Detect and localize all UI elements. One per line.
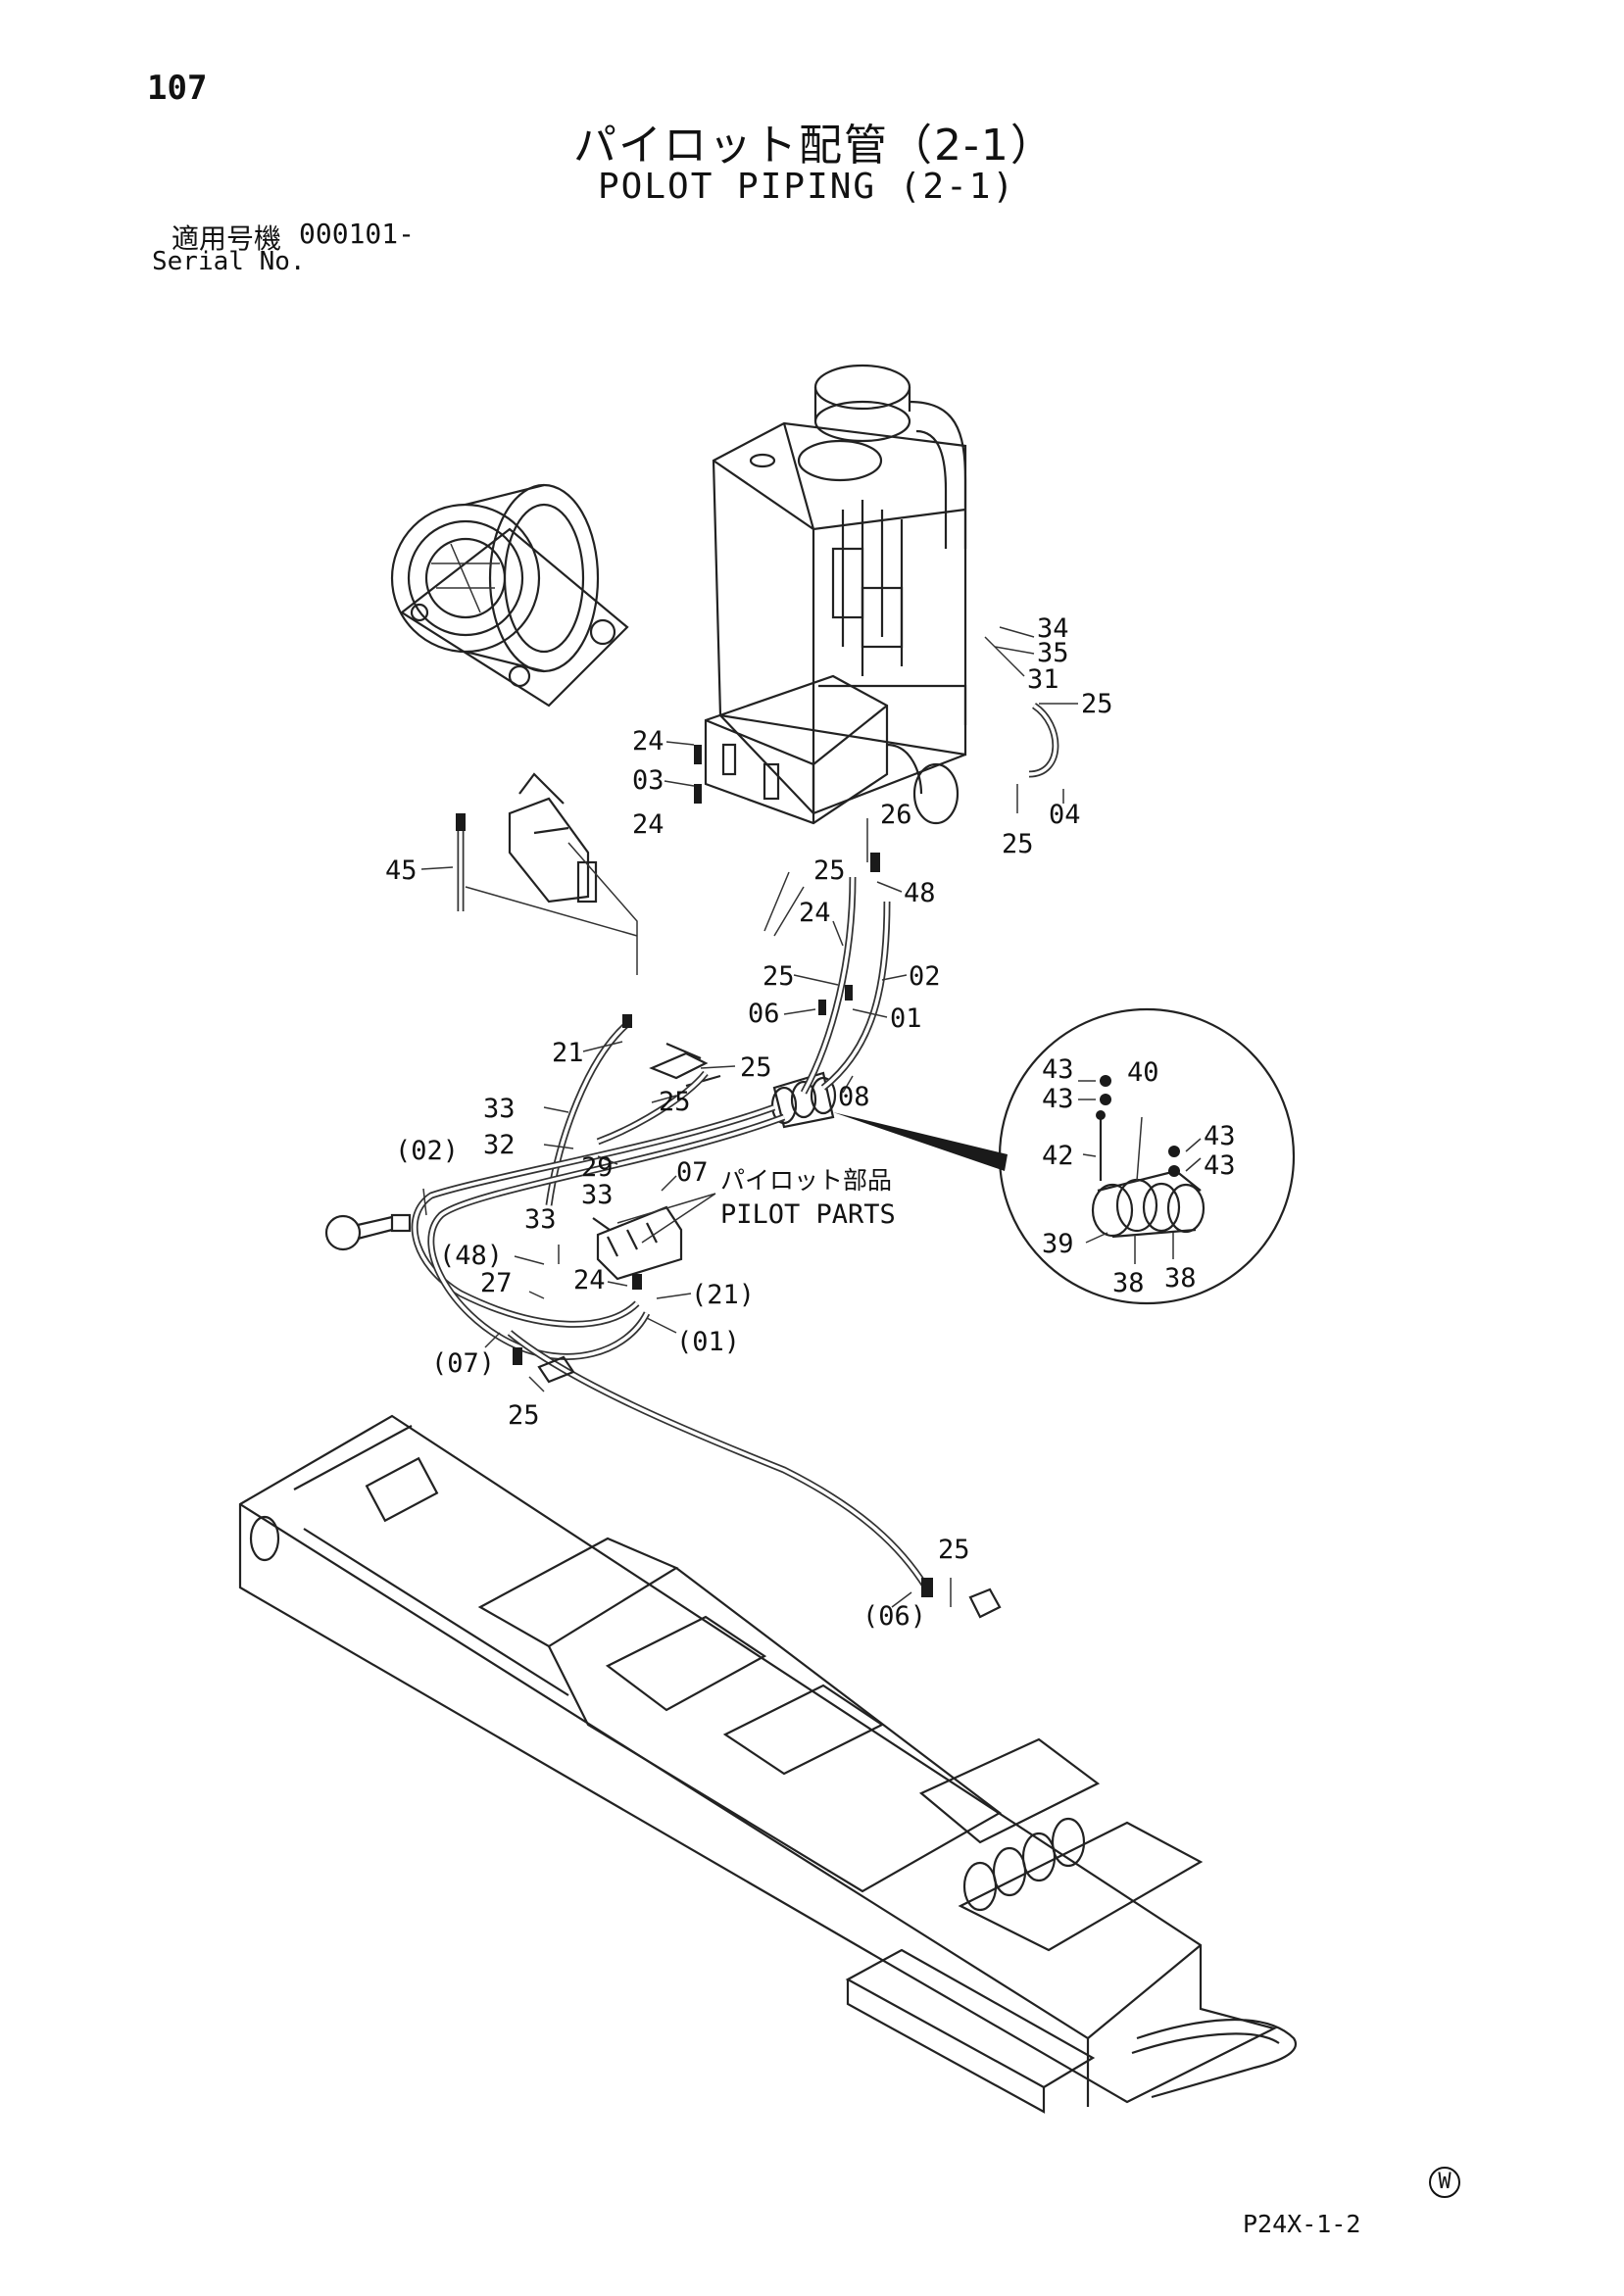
callout-paren-21: (21) [691,1280,755,1310]
callout-40: 40 [1127,1057,1159,1088]
solenoid-valve-block [704,674,960,825]
callout-43c: 43 [1204,1121,1236,1151]
callout-numbers: 34 35 31 25 24 03 24 26 04 25 45 25 48 2… [385,613,1236,1632]
callout-33b: 33 [581,1180,614,1210]
callout-25g: 25 [508,1400,540,1431]
callout-07: 07 [676,1157,709,1188]
callout-01: 01 [890,1003,922,1034]
callout-39: 39 [1042,1229,1074,1259]
w-mark-icon: W [1427,2165,1462,2200]
callout-26: 26 [880,800,912,830]
callout-25h: 25 [938,1535,970,1565]
callout-31: 31 [1027,664,1059,695]
callout-38b: 38 [1164,1263,1197,1294]
callout-25a: 25 [1081,689,1113,719]
callout-25f: 25 [659,1087,691,1117]
leader-lines [420,626,1202,1608]
pilot-parts-label-en: PILOT PARTS [720,1199,896,1230]
w-mark-letter: W [1438,2170,1452,2194]
callout-38a: 38 [1112,1268,1145,1298]
title-english: POLOT PIPING (2-1) [598,167,1016,207]
callout-24c: 24 [799,898,831,928]
callout-24b: 24 [632,809,664,840]
callout-25e: 25 [740,1052,772,1083]
callout-43b: 43 [1042,1084,1074,1114]
swing-motor-assembly [390,483,629,708]
callout-32: 32 [483,1130,516,1160]
callout-paren-06: (06) [862,1601,926,1632]
serial-value: 000101- [299,218,416,250]
callout-35: 35 [1037,638,1069,668]
callout-24d: 24 [573,1265,606,1295]
detail-zoom-circle [833,1007,1296,1305]
base-frame [238,1414,1298,2114]
callout-04: 04 [1049,800,1081,830]
hose-fittings [456,745,933,1597]
callout-06: 06 [748,999,780,1029]
callout-45: 45 [385,855,418,886]
callout-25d: 25 [763,961,795,992]
callout-paren-07: (07) [431,1348,495,1379]
pilot-parts-block [592,1205,683,1281]
hydraulic-tank [712,364,967,815]
callout-42: 42 [1042,1141,1074,1171]
travel-pedal-valve [508,772,598,904]
callout-paren-48: (48) [439,1241,503,1271]
callout-33c: 33 [524,1204,557,1235]
couplings [537,1355,1002,1619]
callout-25c: 25 [813,855,846,886]
callout-43d: 43 [1204,1150,1236,1181]
drawing-code: P24X-1-2 [1243,2210,1361,2238]
callout-paren-01: (01) [676,1327,740,1357]
pilot-parts-label-jp: パイロット部品 [720,1166,892,1195]
callout-02: 02 [909,961,941,992]
callout-34: 34 [1037,613,1069,644]
callout-33a: 33 [483,1094,516,1124]
callout-29: 29 [581,1152,614,1183]
callout-paren-02: (02) [395,1136,459,1166]
callout-24a: 24 [632,726,664,757]
callout-48: 48 [904,878,936,908]
callout-03: 03 [632,765,664,796]
callout-43a: 43 [1042,1054,1074,1085]
pressure-switch [324,1213,412,1251]
callout-25b: 25 [1002,829,1034,859]
callout-27: 27 [480,1268,513,1298]
callout-08: 08 [838,1082,870,1112]
callout-21: 21 [552,1038,584,1068]
serial-label-english: Serial No. [152,247,306,276]
title-japanese: パイロット配管（2-1） [573,121,1056,171]
serial-label-japanese: 適用号機 [172,222,282,255]
page-number: 107 [147,69,208,108]
